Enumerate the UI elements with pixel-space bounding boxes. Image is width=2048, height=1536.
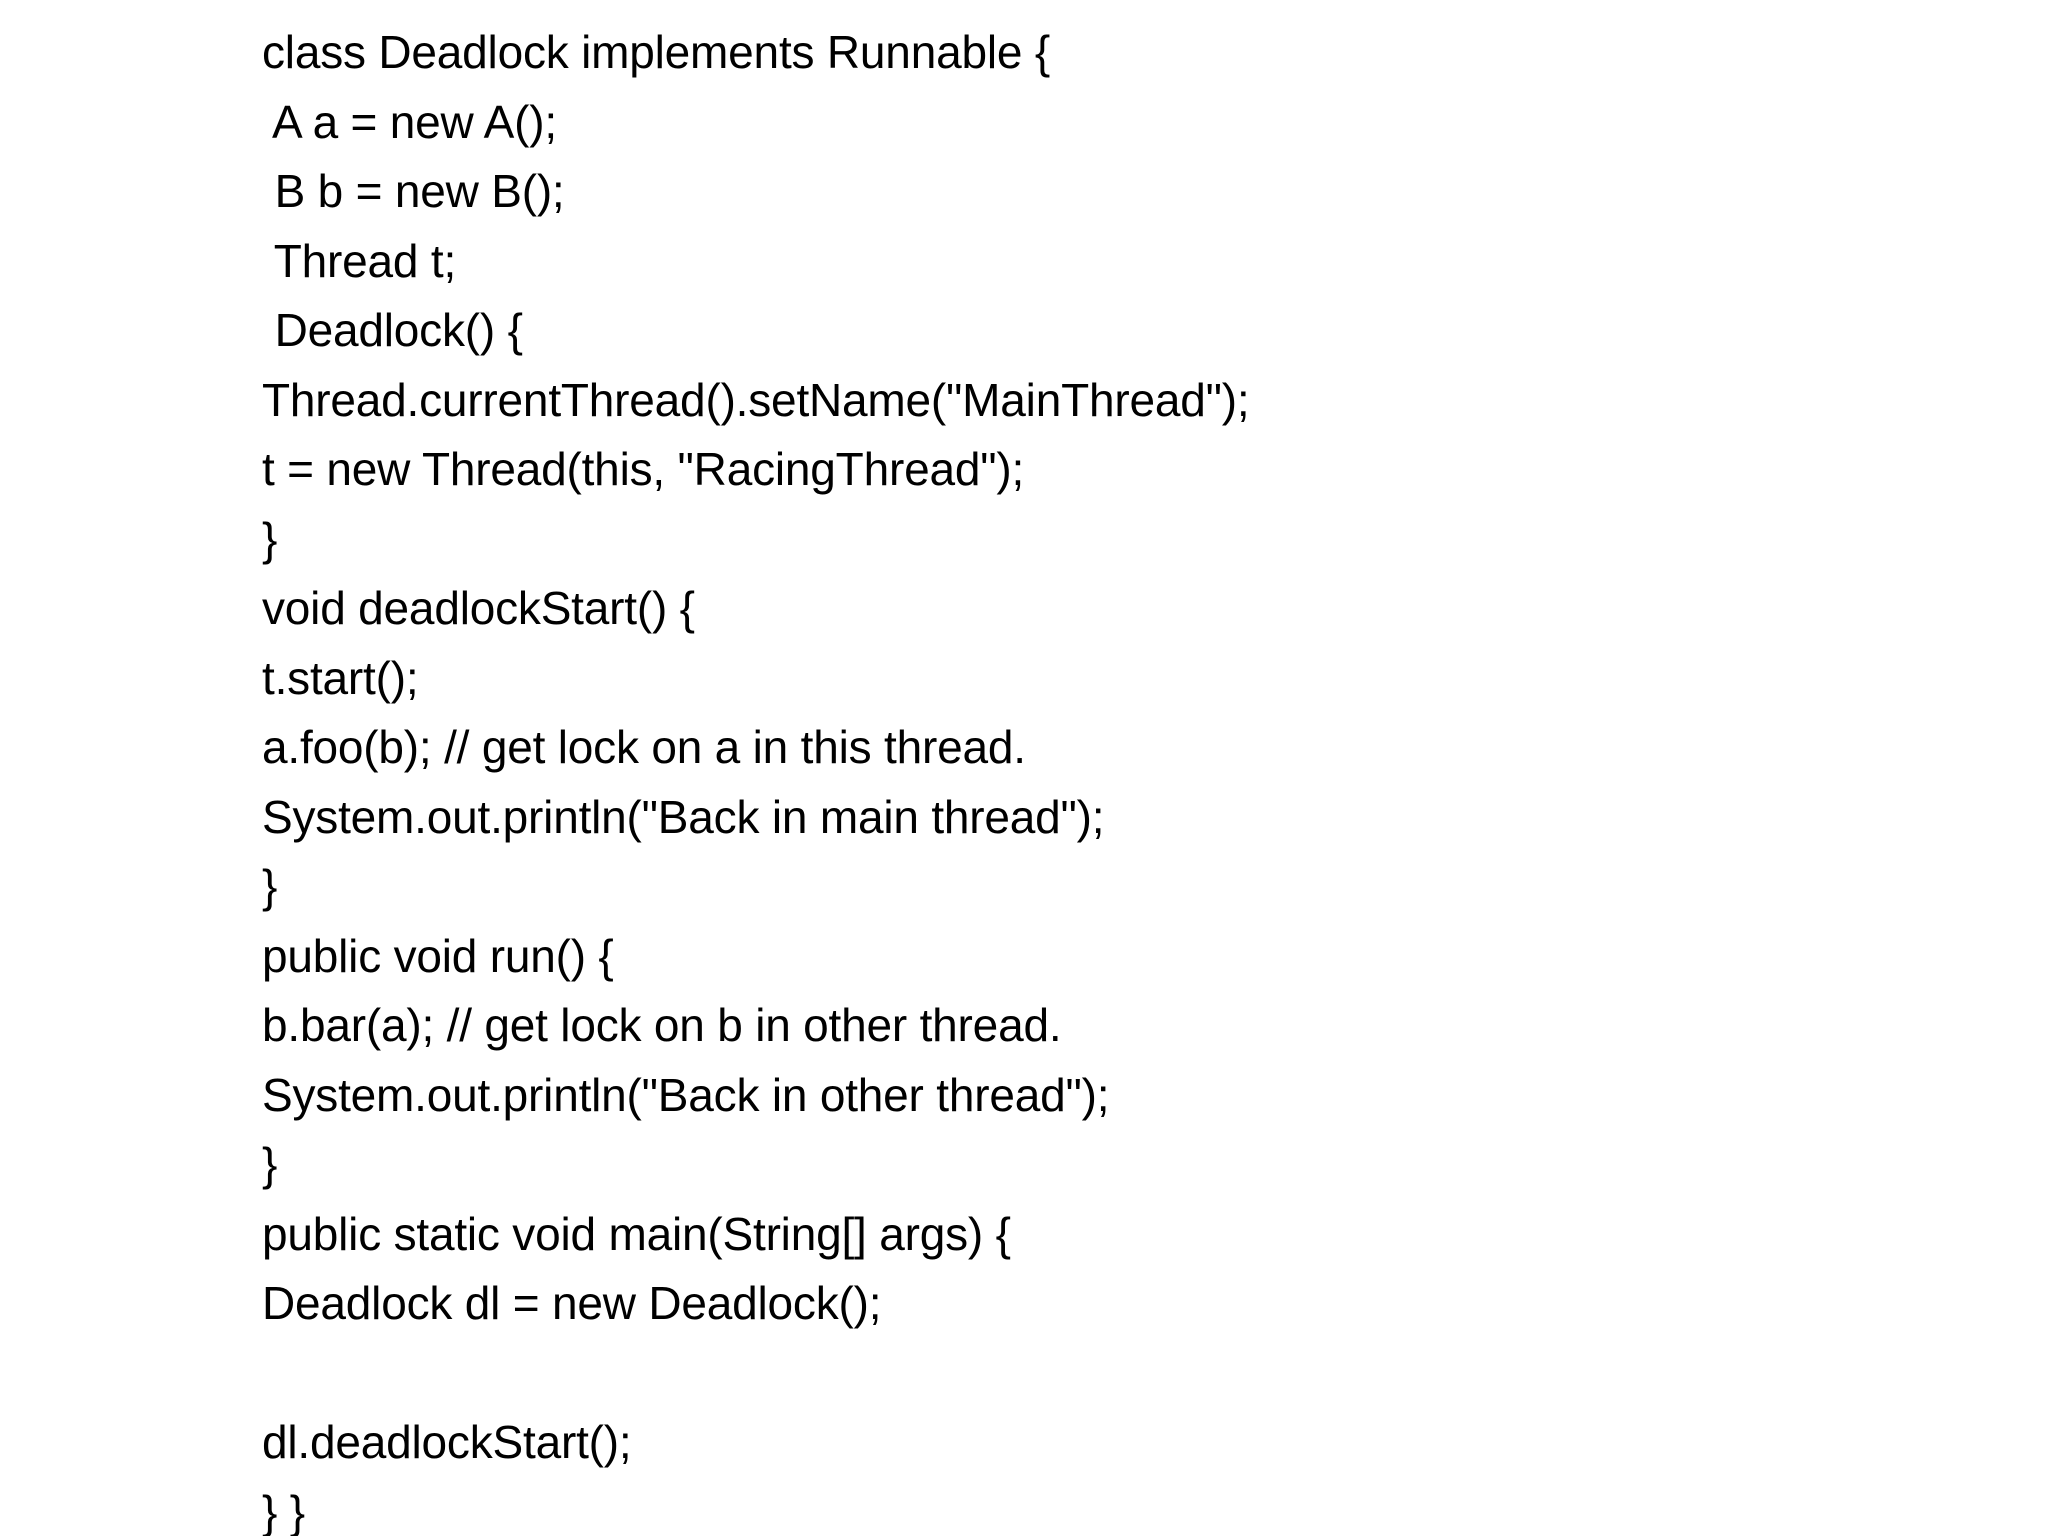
code-line: } } xyxy=(262,1485,305,1536)
code-line: t = new Thread(this, "RacingThread"); xyxy=(262,443,1025,495)
code-line: public static void main(String[] args) { xyxy=(262,1207,1011,1260)
code-line: } xyxy=(262,512,278,565)
code-line-blank xyxy=(262,1339,1962,1409)
code-line: t.start(); xyxy=(262,651,419,704)
code-line: B b = new B(); xyxy=(262,165,565,217)
code-line: dl.deadlockStart(); xyxy=(262,1416,632,1468)
code-line: System.out.println("Back in main thread"… xyxy=(262,790,1105,843)
code-line: A a = new A(); xyxy=(262,95,557,148)
code-line: } xyxy=(262,1138,278,1190)
code-line: System.out.println("Back in other thread… xyxy=(262,1068,1110,1121)
code-line: a.foo(b); // get lock on a in this threa… xyxy=(262,721,1026,773)
code-line: Deadlock() { xyxy=(262,304,523,356)
code-line: Deadlock dl = new Deadlock(); xyxy=(262,1277,882,1329)
code-line: Thread.currentThread().setName("MainThre… xyxy=(262,373,1250,426)
code-line: void deadlockStart() { xyxy=(262,582,695,634)
code-line: class Deadlock implements Runnable { xyxy=(262,26,1050,78)
code-line: Thread t; xyxy=(262,234,457,287)
code-line: b.bar(a); // get lock on b in other thre… xyxy=(262,999,1062,1051)
code-line: public void run() { xyxy=(262,929,614,982)
code-listing: class Deadlock implements Runnable { A a… xyxy=(262,18,1962,1536)
code-line: } xyxy=(262,860,278,912)
